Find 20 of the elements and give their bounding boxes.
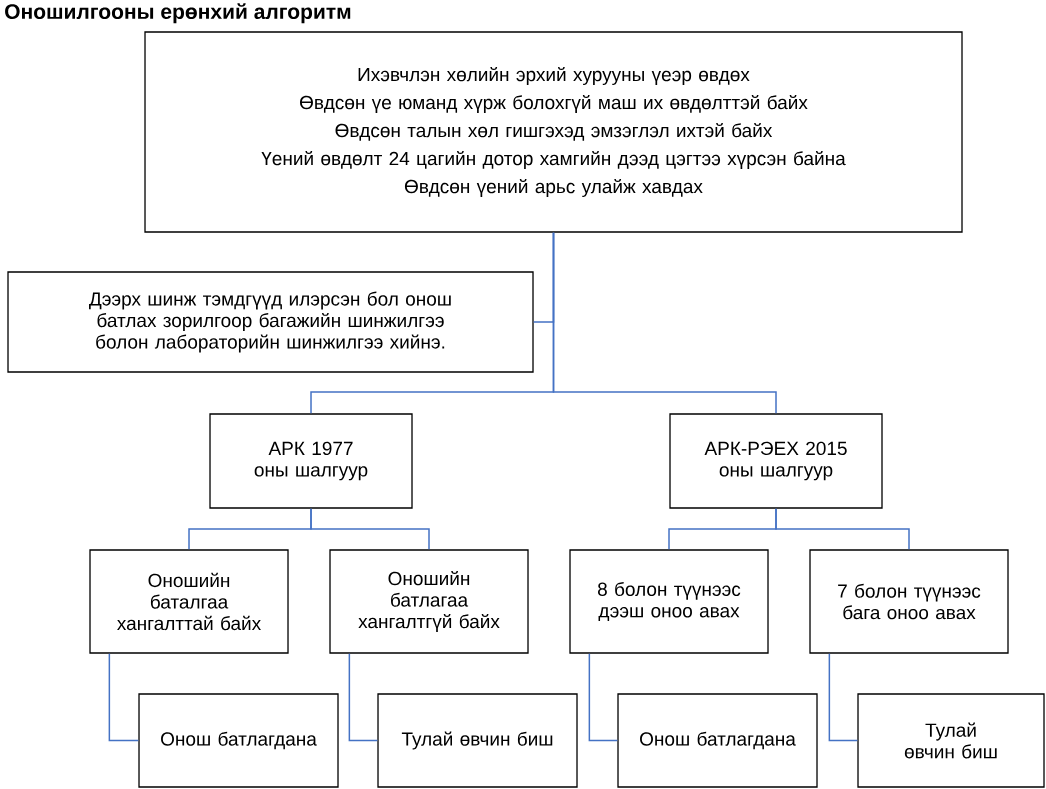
note-box: Дээрх шинж тэмдгүүд илэрсэн бол онош батлах зорилгоор багажийн шинжилгээ болон лабораторийн шинжилгээ хийнэ.: [7, 271, 534, 373]
symptom-box: Ихэвчлэн хөлийн эрхий хурууны үеэр өвдөх Өвдсөн үе юманд хүрж болохгүй маш их өвдөлттэй байх Өвдсөн талын хөл гишгэхэд эмзэглэл ихтэй байх Үений өвдөлт 24 цагийн дотор хамгийн дээд цэгтээ хүрсэн байна Өвдсөн үений арьс улайж хавдах: [144, 31, 963, 233]
process-box: Тулай өвчин биш: [377, 693, 578, 788]
process-box: Оношийн батлагаа хангалтгүй байх: [329, 549, 529, 654]
process-box: АРК 1977 оны шалгуур: [209, 413, 413, 509]
connector: [588, 652, 619, 742]
process-box: Тулай өвчин биш: [857, 693, 1045, 788]
process-box: Оношийн баталгаа хангалттай байх: [89, 549, 289, 654]
process-box: Онош батлагдана: [138, 693, 339, 788]
process-box: Онош батлагдана: [617, 693, 818, 788]
process-box: 8 болон түүнээс дээш оноо авах: [569, 549, 769, 654]
title: Оношилгооны ерөнхий алгоритм: [5, 3, 351, 24]
connector: [310, 507, 430, 551]
connector: [552, 231, 777, 415]
process-box: 7 болон түүнээс бага оноо авах: [809, 549, 1009, 654]
process-box: АРК-РЭЕХ 2015 оны шалгуур: [669, 413, 883, 509]
connector: [775, 507, 910, 551]
connector: [348, 652, 379, 742]
connector: [108, 652, 140, 742]
connector: [828, 652, 859, 742]
